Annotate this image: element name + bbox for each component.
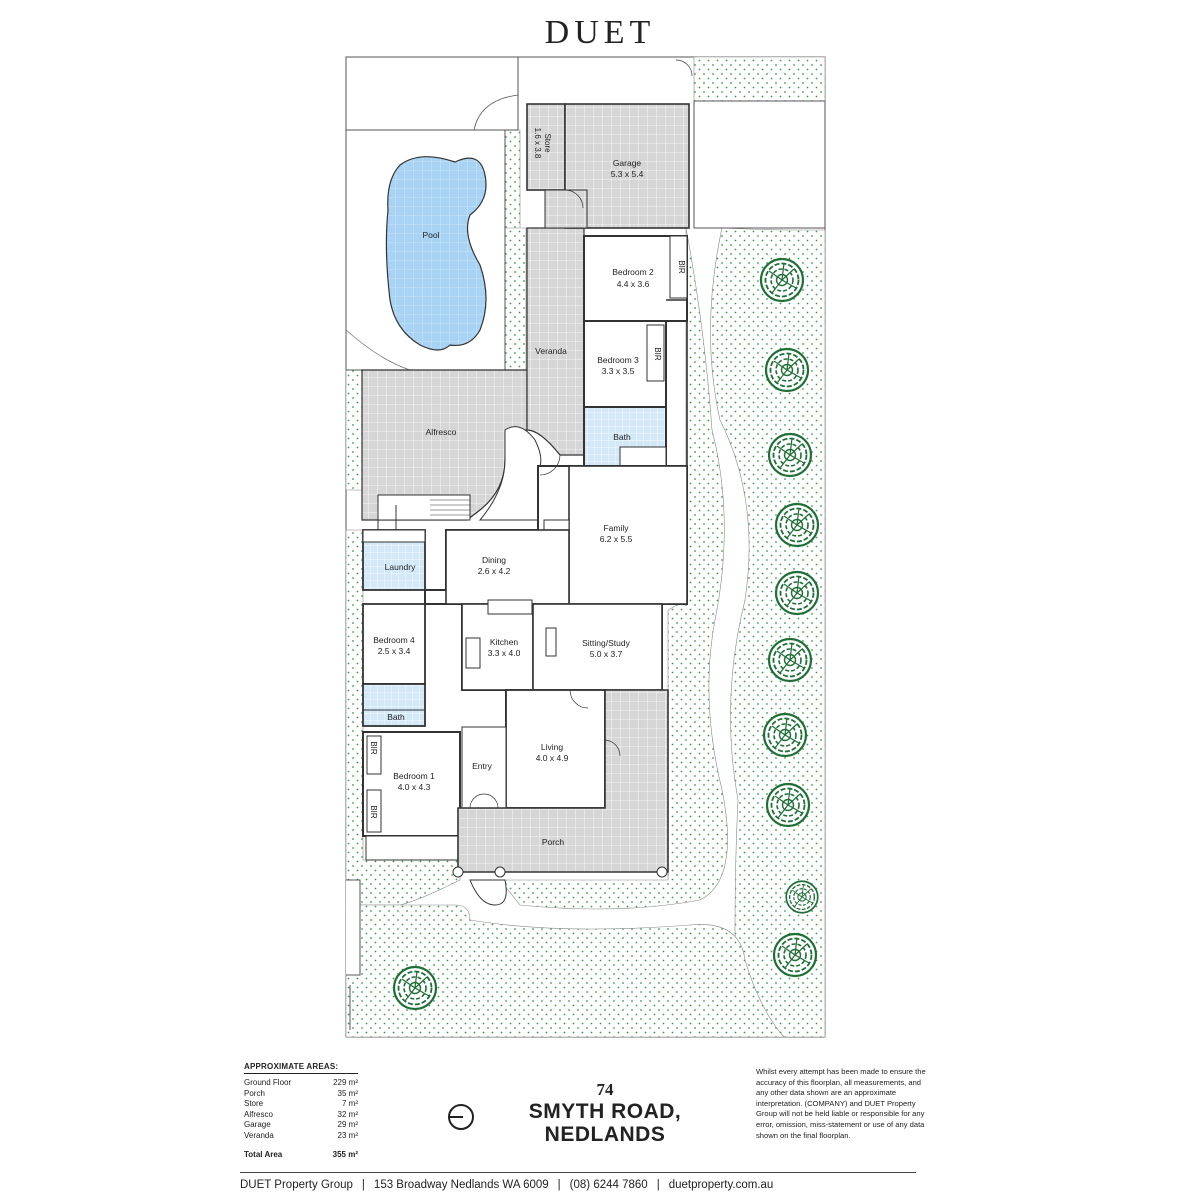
footer: DUET Property Group|153 Broadway Nedland… <box>240 1179 774 1191</box>
alfresco-label: Alfresco <box>426 427 457 437</box>
veranda-label: Veranda <box>535 346 567 356</box>
footer-divider <box>240 1172 916 1173</box>
tree-6 <box>767 637 813 683</box>
bir-label-bedroom-1-top: BIR <box>369 741 378 755</box>
address-street: SMYTH ROAD, <box>528 1100 682 1123</box>
bir-label-bedroom-1-bottom: BIR <box>369 805 378 819</box>
garden-front <box>345 904 785 1038</box>
address-number: 74 <box>596 1080 614 1099</box>
tree-5 <box>774 570 820 616</box>
property-address: 74 SMYTH ROAD, NEDLANDS <box>520 1080 690 1146</box>
bedroom-4 <box>362 603 426 685</box>
address-suburb: NEDLANDS <box>544 1123 666 1146</box>
footer-phone[interactable]: (08) 6244 7860 <box>569 1179 648 1191</box>
bath-upper-label: Bath <box>613 432 631 442</box>
family-room <box>568 465 688 605</box>
footer-company: DUET Property Group <box>240 1179 353 1191</box>
tree-10 <box>772 932 818 978</box>
tree-8 <box>765 782 811 828</box>
tree-4 <box>774 502 820 548</box>
pool <box>385 156 487 351</box>
brand-logo: DUET <box>544 14 656 51</box>
garden-driveway-verge <box>499 227 728 910</box>
tree-7 <box>762 712 808 758</box>
pool-label: Pool <box>422 230 439 240</box>
tree-1 <box>759 257 805 303</box>
bath-lower <box>362 683 426 727</box>
dining-room <box>445 529 570 605</box>
bir-label-bedroom-2: BIR <box>677 260 686 274</box>
disclaimer-text: Whilst every attempt has been made to en… <box>756 1067 926 1140</box>
areas-heading: APPROXIMATE AREAS: <box>244 1062 358 1074</box>
entry <box>461 726 507 809</box>
bir-label-bedroom-3: BIR <box>653 347 662 361</box>
porch-label: Porch <box>542 837 564 847</box>
veranda <box>526 227 585 456</box>
tree-2 <box>764 347 810 393</box>
laundry-label: Laundry <box>385 562 416 572</box>
entry-label: Entry <box>472 761 493 771</box>
tree-3 <box>767 432 813 478</box>
bath-lower-label: Bath <box>387 712 405 722</box>
north-compass-icon <box>448 1104 474 1130</box>
footer-website-link[interactable]: duetproperty.com.au <box>668 1179 774 1191</box>
footer-address: 153 Broadway Nedlands WA 6009 <box>373 1179 549 1191</box>
tree-9 <box>785 880 819 914</box>
tree-11 <box>392 965 438 1011</box>
store-label: Store1.6 x 3.8 <box>533 128 552 159</box>
garden-top-right <box>693 56 826 102</box>
store <box>526 103 566 191</box>
